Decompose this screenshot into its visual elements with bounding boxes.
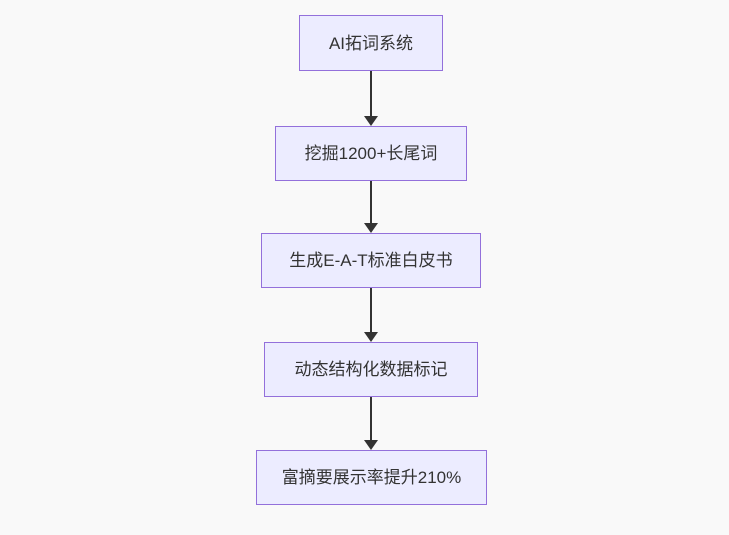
- flow-node-eat-whitepaper: 生成E-A-T标准白皮书: [261, 233, 481, 288]
- flow-node-label: 富摘要展示率提升210%: [281, 468, 462, 487]
- flow-node-longtail-mining: 挖掘1200+长尾词: [275, 126, 467, 181]
- arrow-down-icon: [364, 223, 378, 233]
- flow-node-rich-snippet-uplift: 富摘要展示率提升210%: [256, 450, 487, 505]
- edge-line-c-d: [370, 288, 372, 333]
- arrow-down-icon: [364, 440, 378, 450]
- arrow-down-icon: [364, 116, 378, 126]
- flow-node-ai-keyword-system: AI拓词系统: [299, 15, 443, 71]
- edge-line-d-e: [370, 397, 372, 441]
- flow-node-structured-data-markup: 动态结构化数据标记: [264, 342, 478, 397]
- flow-node-label: AI拓词系统: [328, 33, 414, 53]
- edge-line-a-b: [370, 71, 372, 117]
- flow-node-label: 动态结构化数据标记: [294, 360, 448, 379]
- edge-line-b-c: [370, 181, 372, 224]
- flow-node-label: 挖掘1200+长尾词: [304, 144, 438, 163]
- flow-node-label: 生成E-A-T标准白皮书: [289, 251, 453, 270]
- arrow-down-icon: [364, 332, 378, 342]
